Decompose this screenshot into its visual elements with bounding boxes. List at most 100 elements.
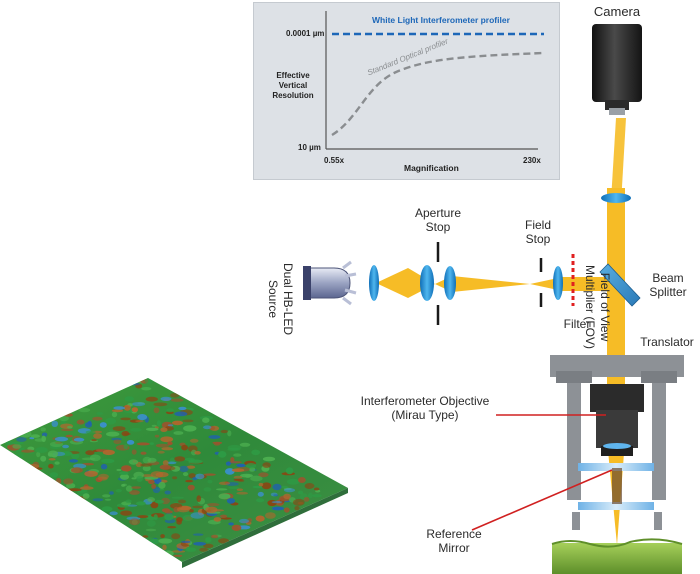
surface-speckle — [208, 435, 221, 439]
surface-speckle — [41, 435, 46, 442]
surface-speckle — [120, 417, 131, 421]
surface-speckle — [211, 534, 219, 539]
surface-speckle — [258, 472, 269, 478]
surface-speckle — [99, 422, 107, 428]
surface-speckle — [203, 543, 214, 549]
camera-icon — [592, 24, 642, 115]
surface-speckle — [162, 544, 167, 550]
surface-speckle — [307, 492, 313, 499]
surface-speckle — [150, 501, 159, 509]
surface-speckle — [214, 443, 221, 446]
surface-speckle — [192, 505, 203, 509]
surface-speckle — [97, 476, 108, 481]
surface-speckle — [93, 433, 102, 439]
surface-speckle — [137, 515, 149, 519]
surface-speckle — [109, 491, 114, 495]
surface-speckle — [102, 449, 115, 456]
surface-speckle — [67, 425, 73, 429]
surface-speckle — [236, 488, 244, 492]
surface-speckle — [127, 504, 138, 507]
surface-speckle — [283, 493, 291, 499]
surface-speckle — [207, 479, 213, 484]
surface-speckle — [193, 542, 207, 546]
surface-height-map — [0, 378, 348, 568]
surface-speckle — [54, 461, 60, 465]
surface-speckle — [294, 506, 300, 511]
surface-speckle — [80, 486, 94, 490]
surface-speckle — [173, 431, 184, 435]
surface-speckle — [173, 554, 183, 557]
surface-speckle — [218, 481, 231, 485]
chart-title: White Light Interferometer profiler — [372, 15, 510, 25]
surface-speckle — [298, 477, 306, 483]
resolution-chart: White Light Interferometer profiler Stan… — [253, 2, 560, 180]
surface-speckle — [265, 512, 276, 519]
surface-speckle — [262, 462, 271, 468]
surface-speckle — [21, 449, 35, 453]
surface-speckle — [5, 440, 14, 446]
surface-speckle — [130, 382, 141, 386]
surface-speckle — [187, 484, 195, 491]
surface-speckle — [171, 398, 184, 402]
surface-speckle — [136, 475, 143, 482]
surface-speckle — [145, 528, 157, 532]
surface-speckle — [195, 473, 205, 480]
surface-speckle — [141, 474, 154, 478]
surface-speckle — [213, 517, 222, 522]
surface-speckle — [115, 489, 122, 493]
surface-speckle — [27, 463, 40, 469]
standard-series-curve — [331, 51, 545, 137]
surface-speckle — [144, 378, 154, 384]
surface-speckle — [183, 472, 189, 477]
surface-speckle — [30, 434, 40, 438]
surface-speckle — [128, 459, 139, 465]
surface-speckle — [313, 487, 320, 491]
translator-label: Translator — [640, 335, 694, 349]
surface-speckle — [96, 412, 103, 415]
surface-speckle — [121, 484, 126, 487]
surface-speckle — [49, 441, 64, 448]
surface-speckle — [140, 463, 153, 467]
surface-speckle — [136, 442, 150, 446]
surface-speckle — [236, 463, 246, 468]
surface-speckle — [100, 463, 108, 470]
camera-label: Camera — [593, 4, 641, 19]
surface-speckle — [236, 491, 249, 495]
surface-speckle — [157, 450, 165, 454]
surface-speckle — [203, 487, 212, 492]
surface-speckle — [131, 477, 137, 480]
surface-speckle — [51, 420, 59, 427]
surface-speckle — [120, 510, 132, 516]
surface-speckle — [163, 550, 174, 557]
surface-speckle — [65, 434, 73, 438]
surface-speckle — [92, 416, 103, 421]
surface-speckle — [92, 498, 104, 502]
surface-speckle — [186, 465, 196, 469]
surface-speckle — [85, 422, 92, 428]
surface-speckle — [283, 507, 290, 513]
surface-speckle — [40, 427, 46, 432]
surface-speckle — [186, 546, 191, 551]
surface-speckle — [218, 451, 227, 458]
surface-speckle — [188, 459, 203, 464]
surface-speckle — [112, 426, 126, 431]
surface-speckle — [183, 425, 197, 432]
surface-speckle — [164, 513, 174, 521]
surface-speckle — [230, 457, 235, 463]
surface-speckle — [67, 488, 82, 492]
surface-speckle — [63, 413, 73, 417]
surface-speckle — [16, 437, 27, 442]
surface-speckle — [167, 526, 177, 529]
surface-speckle — [182, 419, 194, 423]
surface-speckle — [131, 486, 142, 489]
surface-speckle — [167, 461, 177, 465]
surface-speckle — [160, 534, 165, 539]
surface-speckle — [131, 407, 138, 413]
surface-speckle — [283, 488, 296, 493]
surface-speckle — [160, 427, 168, 433]
surface-speckle — [273, 494, 279, 497]
surface-speckle — [151, 484, 157, 489]
surface-speckle — [167, 441, 173, 446]
surface-speckle — [153, 514, 158, 521]
surface-speckle — [113, 406, 126, 410]
